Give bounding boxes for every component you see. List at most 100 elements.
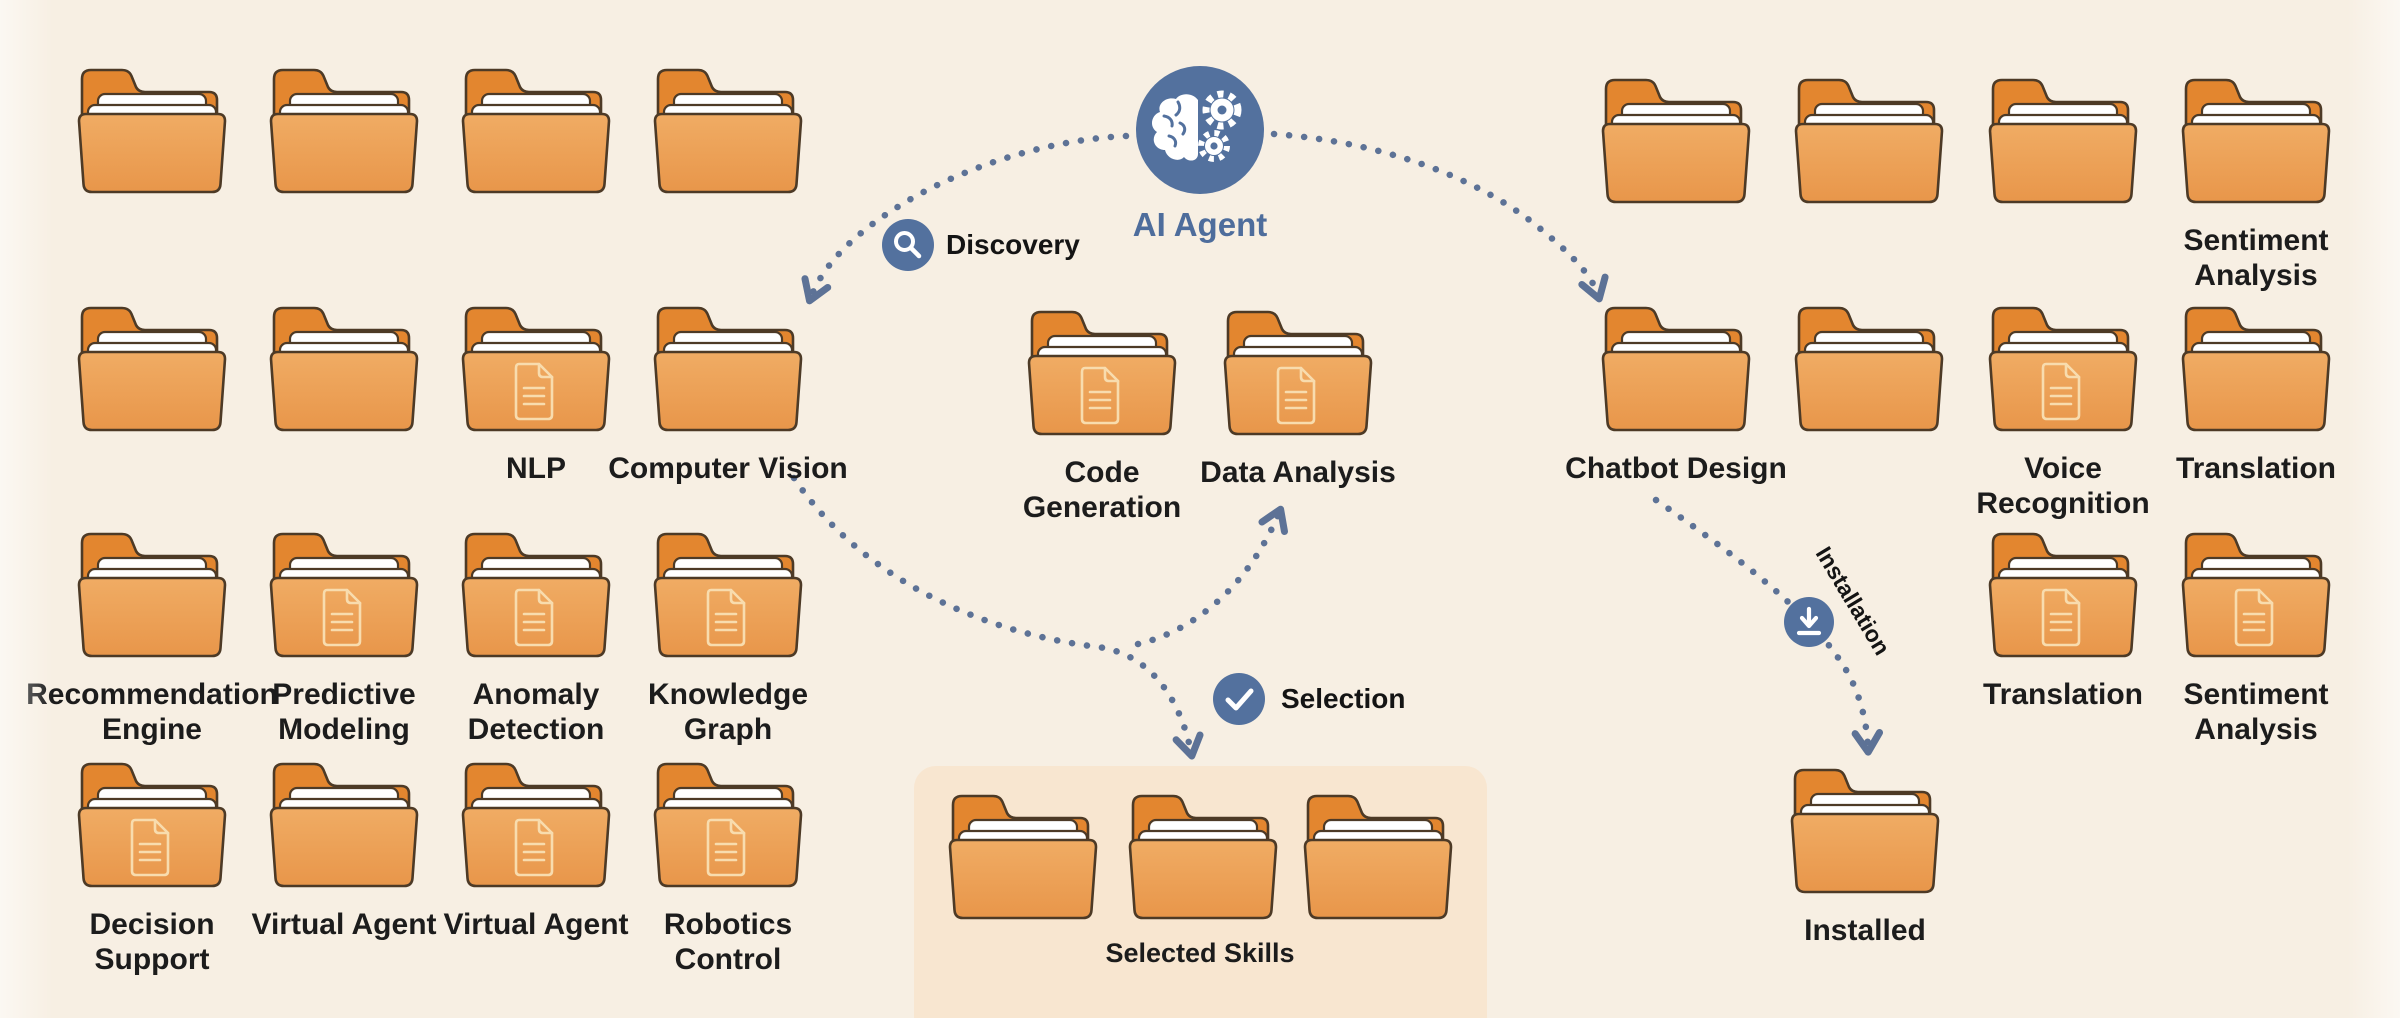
skill-folder: Recommendation Engine — [26, 528, 278, 746]
skill-folder: NLP — [456, 302, 616, 485]
folder-icon — [1988, 306, 2138, 432]
skill-folder — [72, 302, 232, 434]
folder-icon — [1223, 310, 1373, 436]
skill-folder: Chatbot Design — [1565, 302, 1787, 485]
folder-body — [1303, 838, 1453, 920]
skill-folder: Data Analysis — [1200, 306, 1396, 489]
check-icon — [1225, 688, 1254, 711]
folder-icon — [1794, 306, 1944, 432]
folder-label: NLP — [506, 452, 566, 485]
folder-label: Data Analysis — [1200, 456, 1396, 489]
skill-folder — [1298, 790, 1458, 922]
gear-icon-small — [1198, 130, 1230, 162]
skill-folder: Anomaly Detection — [456, 528, 616, 746]
skill-folder — [1983, 74, 2143, 206]
folder-body — [269, 112, 419, 194]
folder-body — [461, 112, 611, 194]
folder-icon — [269, 532, 419, 658]
skill-folder: Decision Support — [72, 758, 232, 976]
folder-label: Predictive Modeling — [272, 678, 416, 746]
folder-icon — [461, 68, 611, 194]
installation-arrow — [1652, 496, 1884, 756]
skill-folder: Installed — [1785, 764, 1945, 947]
discovery-badge — [882, 219, 934, 271]
discovery-arrow-right — [1270, 130, 1609, 303]
folder-label: Sentiment Analysis — [2183, 224, 2329, 292]
folder-body — [269, 806, 419, 888]
brain-icon — [1151, 94, 1198, 161]
folder-icon — [269, 68, 419, 194]
gear-icon-large — [1202, 90, 1242, 130]
folder-icon — [653, 532, 803, 658]
download-badge — [1784, 597, 1834, 647]
folder-label: Chatbot Design — [1565, 452, 1787, 485]
folder-body — [77, 350, 227, 432]
folder-icon — [1601, 78, 1751, 204]
folder-icon — [1128, 794, 1278, 920]
folder-label: Code Generation — [1022, 456, 1182, 524]
selection-badge — [1213, 673, 1265, 725]
folder-body — [1128, 838, 1278, 920]
skill-folder — [72, 64, 232, 196]
folder-icon — [1027, 310, 1177, 436]
folder-body — [653, 350, 803, 432]
folder-body — [948, 838, 1098, 920]
skill-folder: Translation — [1983, 528, 2143, 711]
folder-icon — [653, 762, 803, 888]
folder-label: Translation — [1982, 678, 2144, 711]
folder-icon — [1988, 78, 2138, 204]
folder-icon — [77, 306, 227, 432]
folder-body — [1794, 350, 1944, 432]
ai-agent-icon — [1136, 66, 1264, 194]
selection-label: Selection — [1281, 683, 1406, 714]
skill-folder — [1789, 74, 1949, 206]
folder-label: Sentiment Analysis — [2183, 678, 2329, 746]
discovery-label: Discovery — [946, 229, 1080, 260]
skill-folder — [456, 64, 616, 196]
skill-folder: Sentiment Analysis — [2176, 528, 2336, 746]
skill-folder: Voice Recognition — [1976, 302, 2150, 520]
folder-body — [1790, 812, 1940, 894]
folder-icon — [461, 762, 611, 888]
folder-body — [269, 350, 419, 432]
folder-label: Recommendation Engine — [26, 678, 278, 746]
folder-body — [1601, 350, 1751, 432]
skill-folder: Virtual Agent — [251, 758, 437, 941]
skill-folder — [264, 64, 424, 196]
folder-body — [2181, 350, 2331, 432]
folder-icon — [269, 762, 419, 888]
selected-skills-label: Selected Skills — [1105, 938, 1295, 968]
folder-icon — [2181, 306, 2331, 432]
folder-icon — [653, 306, 803, 432]
folder-body — [653, 112, 803, 194]
folder-icon — [1601, 306, 1751, 432]
skill-folder — [943, 790, 1103, 922]
folder-icon — [77, 68, 227, 194]
folder-icon — [2181, 78, 2331, 204]
skill-folder: Robotics Control — [648, 758, 808, 976]
folder-icon — [77, 762, 227, 888]
folder-label: Anomaly Detection — [467, 678, 605, 746]
skill-folder — [1596, 74, 1756, 206]
skill-folder — [1123, 790, 1283, 922]
folder-label: Virtual Agent — [443, 908, 629, 941]
skill-folder — [1789, 302, 1949, 434]
skill-folder: Predictive Modeling — [264, 528, 424, 746]
folder-icon — [2181, 532, 2331, 658]
download-icon — [1796, 606, 1822, 636]
folder-label: Installed — [1804, 914, 1926, 947]
folder-label: Knowledge Graph — [647, 678, 809, 746]
skill-folder: Virtual Agent — [443, 758, 629, 941]
folder-label: Robotics Control — [663, 908, 793, 976]
folder-icon — [1790, 768, 1940, 894]
skill-folder: Code Generation — [1022, 306, 1182, 524]
folder-body — [1601, 122, 1751, 204]
folder-body — [77, 112, 227, 194]
folder-label: Virtual Agent — [251, 908, 437, 941]
folder-label: Voice Recognition — [1976, 452, 2150, 520]
magnifier-icon — [894, 231, 922, 259]
folder-body — [1988, 122, 2138, 204]
folder-label: Translation — [2175, 452, 2337, 485]
folder-label: Computer Vision — [608, 452, 848, 485]
